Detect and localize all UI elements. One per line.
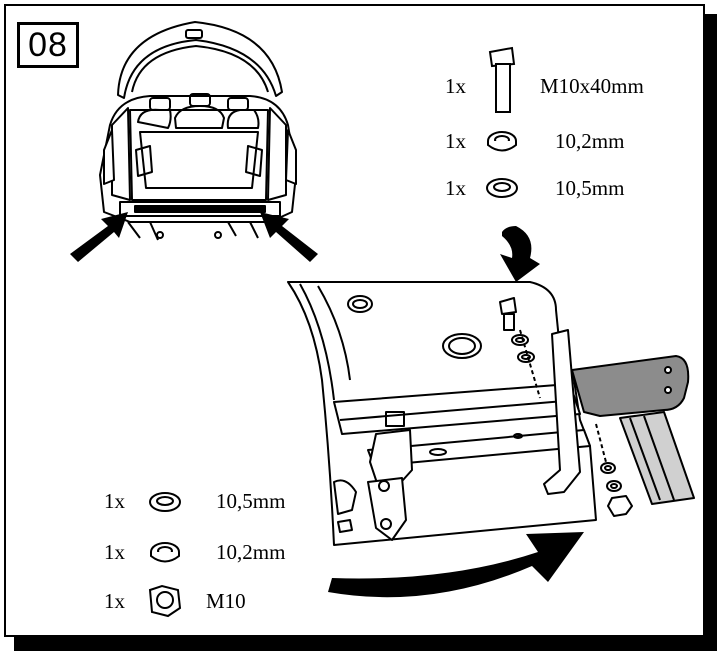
top-part-row: 1x (445, 176, 466, 201)
bottom-parts-icons (148, 492, 182, 618)
part-spec: 10,5mm (555, 176, 625, 200)
bottom-part-spec: M10 (206, 589, 246, 614)
top-part-row: 1x (445, 74, 466, 99)
chassis-detail (287, 281, 695, 546)
flat-washer-icon (149, 492, 181, 512)
part-spec: 10,2mm (216, 540, 286, 564)
part-qty: 1x (104, 540, 125, 564)
top-part-spec: 10,2mm (555, 129, 624, 154)
part-spec: 10,2mm (555, 129, 625, 153)
part-qty: 1x (104, 489, 125, 513)
top-part-row: 1x (445, 129, 466, 154)
bolt-icon (488, 46, 516, 113)
bottom-part-row: 1x (104, 489, 125, 514)
top-parts-icons (486, 46, 518, 198)
spring-washer-icon (150, 542, 180, 563)
part-qty: 1x (445, 176, 466, 200)
hex-nut-icon (148, 584, 182, 618)
bumper-arrows (70, 212, 318, 262)
part-qty: 1x (445, 74, 466, 98)
bottom-part-row: 1x (104, 540, 125, 565)
bottom-part-spec: 10,5mm (216, 489, 285, 514)
top-part-spec: M10x40mm (540, 74, 644, 99)
top-part-spec: 10,5mm (555, 176, 624, 201)
flat-washer-icon (486, 178, 518, 198)
part-spec: M10x40mm (540, 74, 644, 98)
curved-arrows (328, 226, 584, 598)
step-number-box: 08 (17, 22, 79, 68)
part-qty: 1x (104, 589, 125, 613)
bottom-part-row: 1x (104, 589, 125, 614)
part-spec: 10,5mm (216, 489, 286, 513)
spring-washer-icon (487, 131, 517, 152)
part-spec: M10 (206, 589, 246, 613)
part-qty: 1x (445, 129, 466, 153)
car-rear-illustration (99, 21, 297, 241)
bottom-part-spec: 10,2mm (216, 540, 285, 565)
step-number: 08 (28, 25, 68, 64)
